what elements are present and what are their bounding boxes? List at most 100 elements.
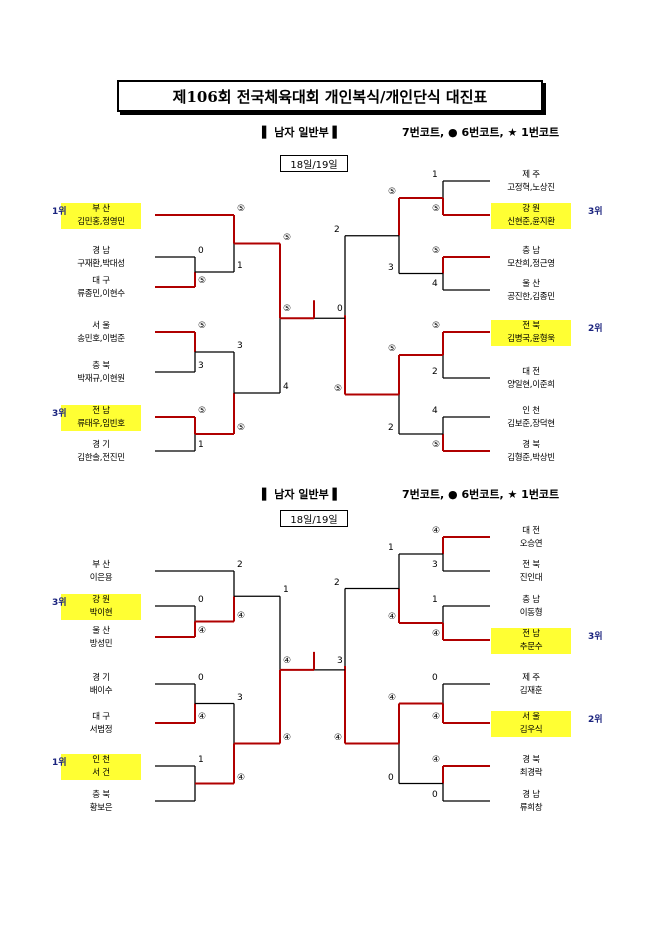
- score-label: ⑤: [283, 232, 292, 243]
- team-region: 강 원: [491, 203, 571, 216]
- team-region: 경 남: [522, 790, 540, 800]
- team-region: 경 북: [522, 755, 540, 765]
- team-players: 신현준,윤지환: [491, 216, 571, 229]
- score-label: ⑤: [237, 204, 246, 214]
- score-label: ⑤: [198, 276, 207, 286]
- team-region: 강 원: [61, 594, 141, 607]
- team-region: 울 산: [522, 279, 540, 289]
- court-legend: 7번코트, ● 6번코트, ★ 1번코트: [402, 126, 560, 139]
- score-label: ④: [432, 755, 441, 765]
- rank-label: 3위: [588, 632, 603, 642]
- team-players: 진인대: [519, 573, 543, 583]
- team-region: 경 기: [92, 673, 110, 683]
- score-label: 2: [388, 423, 394, 433]
- score-label: ⑤: [334, 383, 343, 394]
- page-title: 제106회 전국체육대회 개인복식/개인단식 대진표: [117, 80, 543, 112]
- team-players: 최경락: [519, 768, 543, 778]
- score-label: 2: [334, 224, 340, 235]
- team-region: 서 울: [491, 711, 571, 724]
- team-region: 제 주: [522, 170, 540, 180]
- team-region: 경 남: [92, 246, 110, 256]
- rank-label: 3위: [52, 598, 67, 608]
- team-region: 충 남: [522, 246, 540, 256]
- team-players: 박이현: [61, 607, 141, 620]
- score-label: ⑤: [198, 321, 207, 331]
- team-players: 구재환,박대성: [77, 259, 125, 269]
- team-region: 전 북: [491, 320, 571, 333]
- score-label: 1: [388, 543, 394, 553]
- score-label: 2: [432, 367, 438, 377]
- date-box: 18일/19일: [280, 155, 348, 172]
- score-label: 3: [432, 560, 438, 570]
- team-region: 전 남: [491, 628, 571, 641]
- score-label: ④: [198, 626, 207, 636]
- score-label: 1: [237, 261, 243, 271]
- score-label: ④: [432, 712, 441, 722]
- rank-label: 3위: [52, 409, 67, 419]
- score-label: 0: [337, 304, 343, 315]
- team-players: 김형준,박상빈: [507, 453, 555, 463]
- team-players: 서 건: [61, 767, 141, 780]
- rank-label: 1위: [52, 758, 67, 768]
- team-region: 제 주: [522, 673, 540, 683]
- team-players: 김한솔,전진민: [77, 453, 125, 463]
- score-label: 0: [198, 673, 204, 683]
- team-players: 양일현,이준희: [507, 380, 555, 390]
- score-label: 2: [237, 560, 243, 570]
- score-label: 1: [283, 585, 289, 596]
- team-players: 오승연: [519, 539, 543, 549]
- team-players: 김재훈: [519, 686, 543, 696]
- team-region: 부 산: [92, 560, 110, 570]
- score-label: ⑤: [432, 321, 441, 331]
- team-region: 경 기: [92, 440, 110, 450]
- score-label: ⑤: [432, 440, 441, 450]
- team-region: 대 구: [92, 712, 110, 722]
- rank-label: 3위: [588, 207, 603, 217]
- team-players: 황보은: [89, 803, 113, 813]
- team-players: 모찬희,정근영: [507, 259, 555, 269]
- score-label: 4: [283, 382, 289, 392]
- score-label: 3: [198, 361, 204, 371]
- team-region: 서 울: [92, 321, 110, 331]
- team-players: 김병국,윤형욱: [491, 333, 571, 346]
- score-label: ④: [283, 655, 292, 666]
- rank-label: 2위: [588, 715, 603, 725]
- score-label: 3: [388, 262, 394, 273]
- team-region: 울 산: [92, 626, 110, 636]
- score-label: 0: [388, 772, 394, 783]
- team-players: 김우식: [491, 724, 571, 737]
- score-label: ⑤: [388, 187, 397, 197]
- score-label: 0: [198, 246, 204, 256]
- team-players: 류태우,임빈호: [61, 418, 141, 431]
- score-label: ⑤: [432, 246, 441, 256]
- division-title: ▌ 남자 일반부 ▌: [262, 488, 342, 501]
- team-region: 대 전: [522, 526, 540, 536]
- team-players: 방성민: [89, 639, 113, 649]
